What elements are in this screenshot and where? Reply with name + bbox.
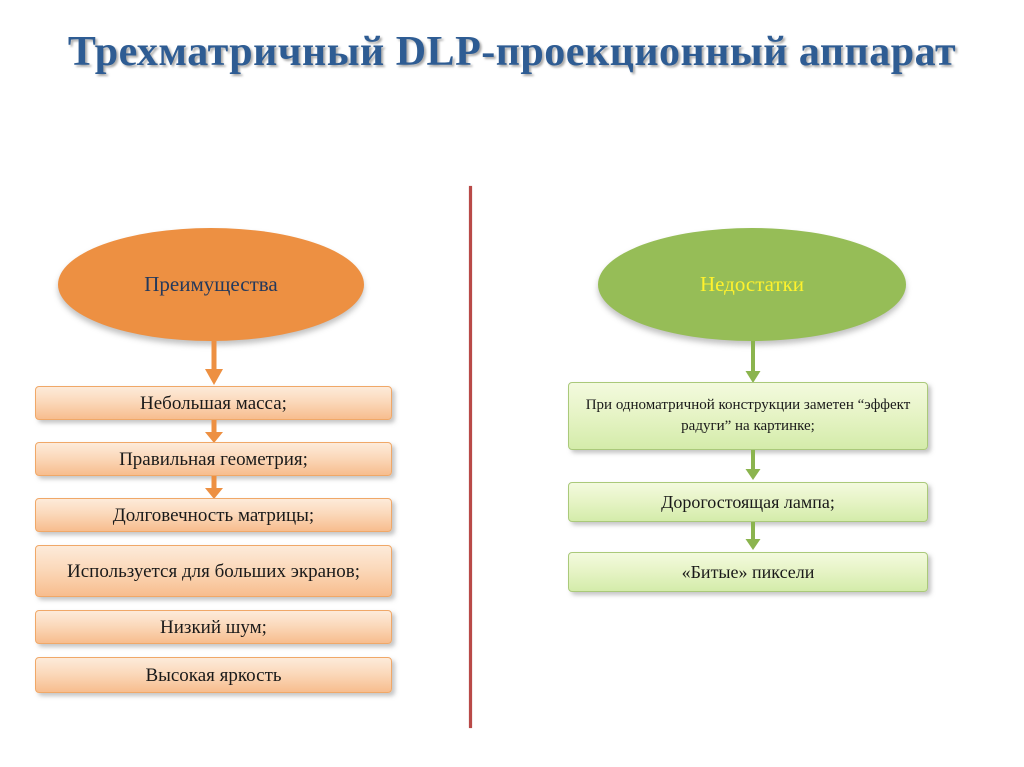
drawbacks-header-label: Недостатки — [699, 272, 805, 296]
advantage-item-3-label: Долговечность матрицы; — [112, 504, 315, 526]
arrow-down-icon — [740, 341, 766, 385]
arrow-down-icon — [740, 450, 766, 482]
advantages-header-ellipse[interactable]: Преимущества — [58, 228, 364, 341]
drawback-item-1-label: При одноматричной конструкции заметен “э… — [585, 397, 911, 434]
drawback-item-1[interactable]: При одноматричной конструкции заметен “э… — [568, 382, 928, 450]
advantage-item-6-label: Высокая яркость — [145, 664, 282, 686]
arrow-down-icon — [740, 522, 766, 552]
vertical-divider — [469, 186, 472, 728]
advantage-item-2-label: Правильная геометрия; — [119, 448, 308, 470]
drawbacks-header-ellipse[interactable]: Недостатки — [598, 228, 906, 341]
advantage-item-1-label: Небольшая масса; — [140, 392, 287, 414]
advantages-header-label: Преимущества — [144, 272, 278, 296]
advantage-item-2[interactable]: Правильная геометрия; — [35, 442, 392, 476]
advantage-item-5-label: Низкий шум; — [160, 616, 267, 638]
drawback-item-3-label: «Битые» пиксели — [681, 561, 815, 582]
drawback-item-2-label: Дорогостоящая лампа; — [661, 491, 835, 512]
advantage-item-6[interactable]: Высокая яркость — [35, 657, 392, 693]
drawback-item-2[interactable]: Дорогостоящая лампа; — [568, 482, 928, 522]
drawback-item-3[interactable]: «Битые» пиксели — [568, 552, 928, 592]
arrow-down-icon — [201, 341, 227, 387]
advantage-item-4-label: Используется для больших экранов; — [67, 560, 360, 582]
advantage-item-4[interactable]: Используется для больших экранов; — [35, 545, 392, 597]
arrow-down-icon — [201, 420, 227, 444]
advantages-column: Преимущества Небольшая масса; Правильная… — [0, 0, 470, 767]
advantage-item-3[interactable]: Долговечность матрицы; — [35, 498, 392, 532]
advantage-item-1[interactable]: Небольшая масса; — [35, 386, 392, 420]
page-title: Трехматричный DLP-проекционный аппарат — [67, 29, 957, 75]
arrow-down-icon — [201, 476, 227, 500]
drawbacks-column: Недостатки При одноматричной конструкции… — [470, 0, 1024, 767]
advantage-item-5[interactable]: Низкий шум; — [35, 610, 392, 644]
